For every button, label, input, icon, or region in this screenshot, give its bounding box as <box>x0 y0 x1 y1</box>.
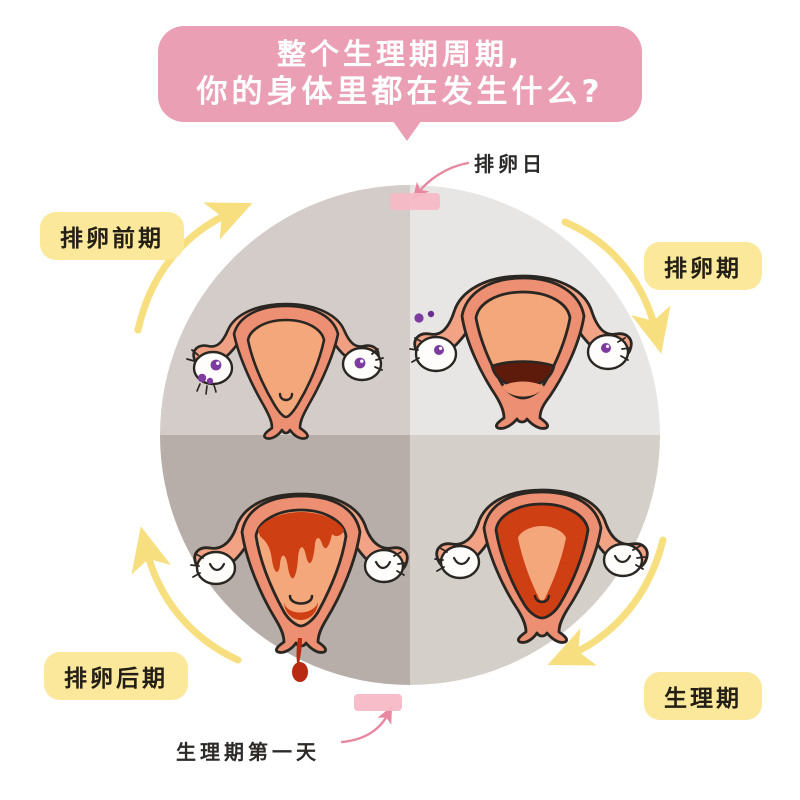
title-banner-tail <box>390 117 424 141</box>
uterus-illustration-post-ovulation <box>190 492 409 682</box>
phase-label-ovulation[interactable]: 排卵期 <box>644 242 762 290</box>
ovary-right-post-ovulation <box>363 548 407 584</box>
annotation-first-day-period: 生理期第一天 <box>176 740 320 764</box>
phase-label-menstruation-text: 生理期 <box>664 686 742 712</box>
phase-label-ovulation-text: 排卵期 <box>664 256 742 282</box>
title-line-2: 你的身体里都在发生什么? <box>196 73 604 110</box>
phase-label-menstruation[interactable]: 生理期 <box>644 672 762 720</box>
ovary-left-pre-ovulation <box>186 349 234 395</box>
title-banner: 整个生理期周期, 你的身体里都在发生什么? <box>158 26 642 122</box>
uterus-illustration-pre-ovulation <box>186 302 384 440</box>
first-day-arrow <box>340 705 393 744</box>
ovary-left-ovulation <box>409 310 458 373</box>
ovary-left-menstruation <box>434 544 481 580</box>
ovary-right-pre-ovulation <box>341 346 384 382</box>
first-day-marker <box>354 694 402 711</box>
annotation-ovulation-day: 排卵日 <box>474 152 546 176</box>
uterus-illustration-menstruation <box>434 488 649 644</box>
phase-label-pre-ovulation-text: 排卵前期 <box>60 226 164 252</box>
phase-label-post-ovulation-text: 排卵后期 <box>64 666 168 692</box>
ovulation-day-marker <box>390 193 440 210</box>
title-line-1: 整个生理期周期, <box>276 36 524 71</box>
phase-label-pre-ovulation[interactable]: 排卵前期 <box>40 212 184 260</box>
phase-label-post-ovulation[interactable]: 排卵后期 <box>44 652 188 700</box>
uterus-illustration-ovulation <box>409 274 633 430</box>
ovary-right-ovulation <box>586 333 631 371</box>
